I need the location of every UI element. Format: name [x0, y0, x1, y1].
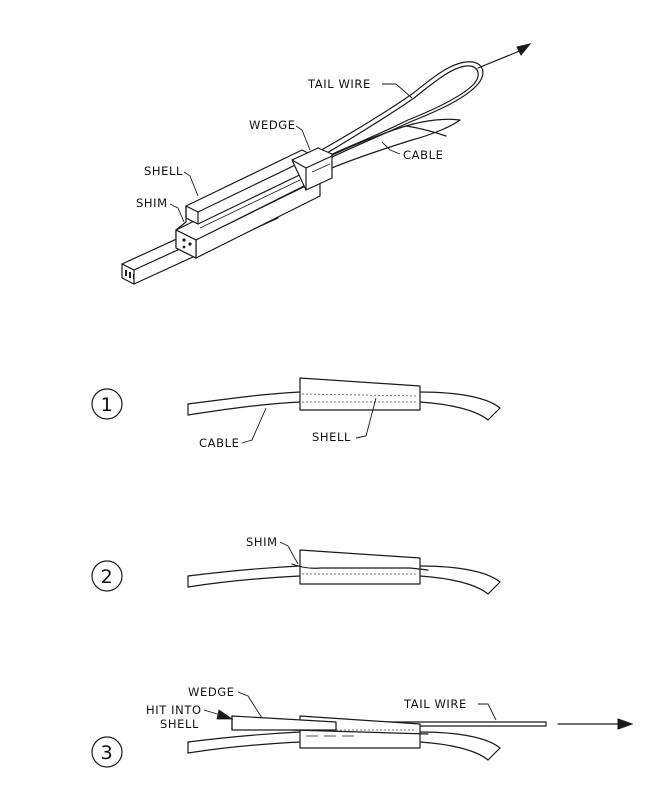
step-1: 1 CABLE SHELL	[91, 377, 501, 450]
step-1-shell	[299, 377, 421, 411]
tail-wire-arrow	[477, 43, 532, 69]
step-3: 3 WEDGE HIT INTO SHELL	[91, 685, 634, 768]
tail-wire-loop	[317, 61, 484, 161]
step-2-label-shim: SHIM	[246, 535, 278, 549]
step-1-label-shell: SHELL	[312, 430, 351, 444]
label-wedge: WEDGE	[249, 118, 296, 132]
step-3-label-wedge: WEDGE	[188, 685, 235, 699]
shell-body	[175, 149, 321, 259]
step-1-number: 1	[101, 394, 114, 416]
label-shell: SHELL	[144, 164, 183, 178]
step-2: 2 SHIM	[91, 535, 501, 595]
step-2-shell	[291, 549, 429, 585]
step-1-label-cable: CABLE	[199, 436, 239, 450]
cable	[317, 118, 461, 173]
step-2-number: 2	[101, 566, 114, 588]
isometric-view	[121, 43, 532, 285]
step-3-label-hit-line1: HIT INTO	[146, 703, 202, 717]
step-3-number: 3	[101, 742, 114, 764]
label-tail-wire: TAIL WIRE	[307, 77, 371, 91]
iso-labels: TAIL WIRE WEDGE CABLE SHELL SHIM	[136, 77, 443, 223]
step-3-label-tail-wire: TAIL WIRE	[403, 697, 467, 711]
wedge-part	[291, 147, 333, 191]
step-2-circle	[91, 560, 123, 592]
step-1-circle	[91, 388, 123, 420]
step-3-wedge	[231, 715, 337, 731]
label-shim: SHIM	[136, 196, 168, 210]
step-3-label-hit-line2: SHELL	[160, 717, 199, 731]
label-cable: CABLE	[403, 148, 443, 162]
step-3-circle	[91, 736, 123, 768]
